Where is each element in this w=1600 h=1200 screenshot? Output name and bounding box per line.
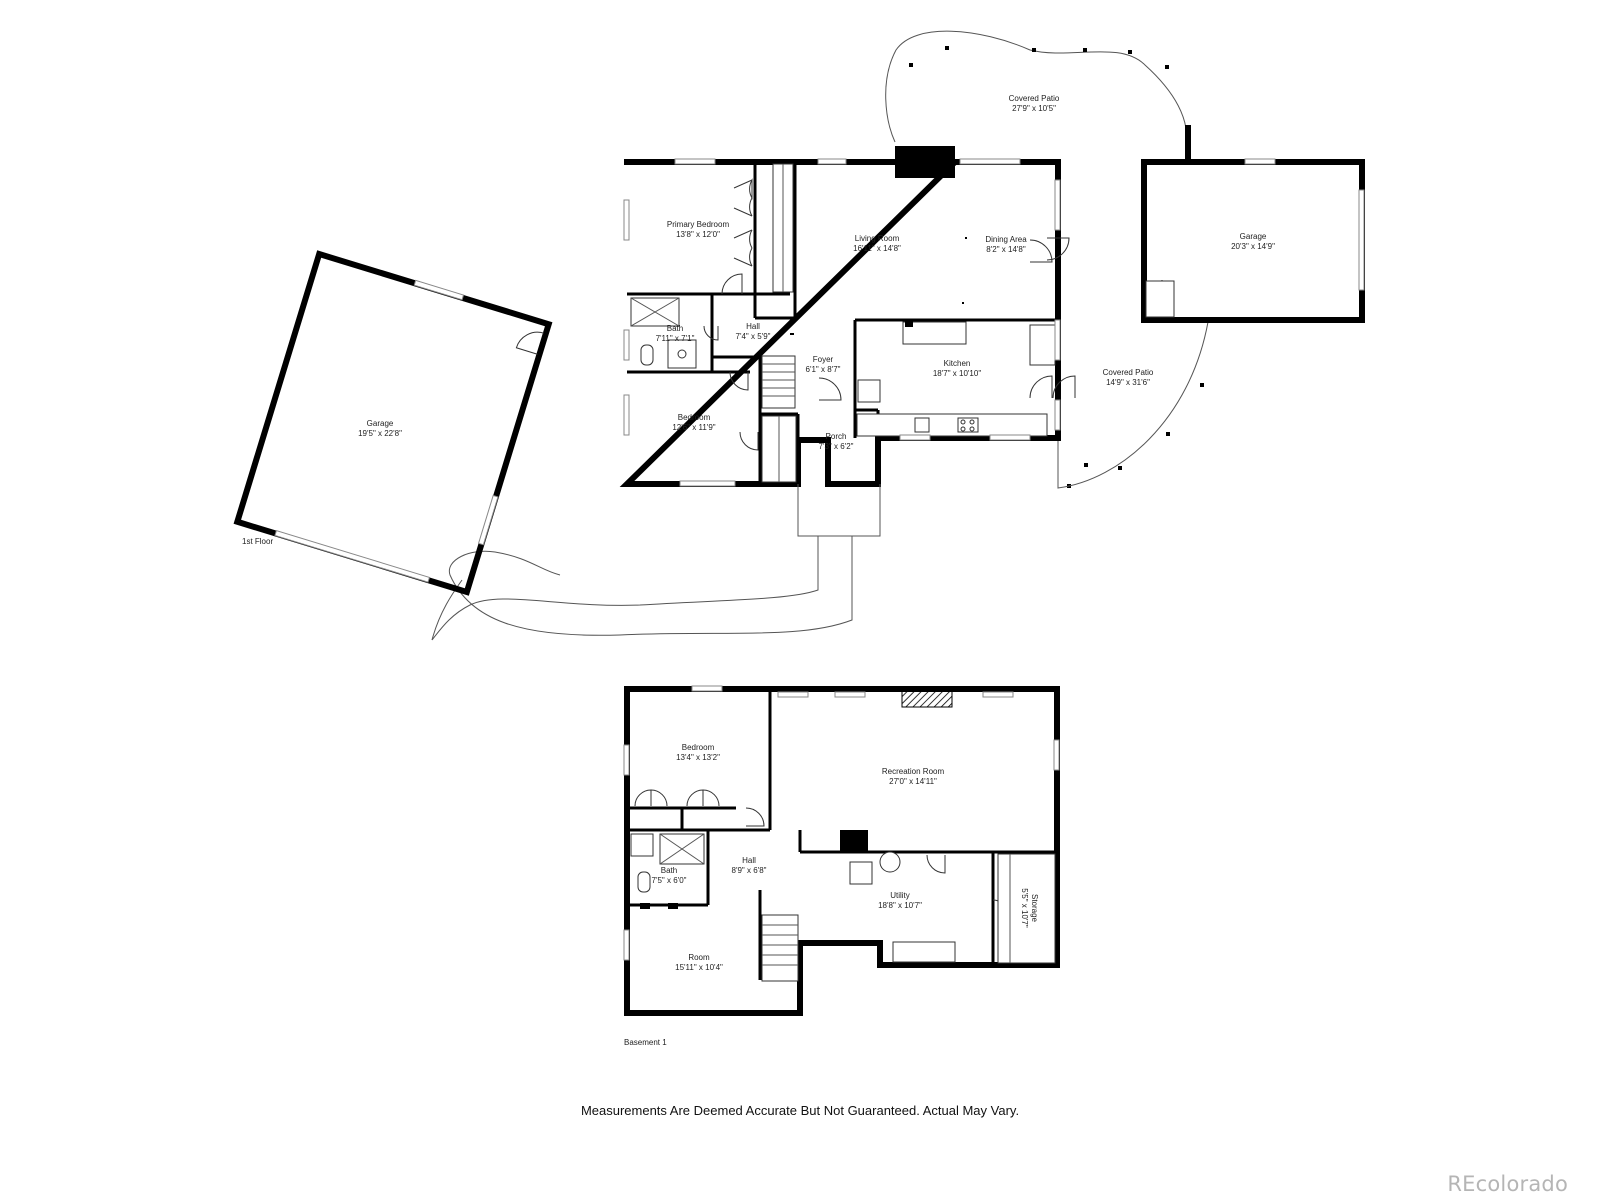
room-name: Bath [661,866,677,875]
covered-patio-top-outline [885,30,1188,146]
floor-label-first: 1st Floor [242,537,273,546]
garage-right-wall [1141,159,1365,323]
room-name: Hall [742,856,756,865]
room-dims: 6'1" x 8'7" [806,365,841,374]
room-dims: 13'8" x 12'0" [676,230,720,239]
room-name: Living Room [855,234,900,243]
room-name: Bedroom [682,743,715,752]
room-name: Bath [667,324,683,333]
garage-left [233,250,553,596]
room-name: Room [688,953,710,962]
room-dims: 27'0" x 14'11" [889,777,937,786]
room-dims: 7'4" x 5'9" [736,332,771,341]
brand-logo: REcolorado [1447,1172,1568,1196]
first-floor-plan [233,30,1365,641]
room-name: Bedroom [678,413,711,422]
room-dims: 20'3" x 14'9" [1231,242,1275,251]
room-name: Primary Bedroom [667,220,730,229]
room-dims: 16'11" x 14'8" [853,244,901,253]
room-dims: 18'7" x 10'10" [933,369,981,378]
room-dims: 18'8" x 10'7" [878,901,922,910]
room-labels: Covered Patio 27'9" x 10'5" Primary Bedr… [358,94,1275,972]
covered-patio-side-outline [1057,160,1209,489]
first-floor-windows [623,158,1061,487]
room-dims: 8'2" x 14'8" [986,245,1026,254]
room-dims: 27'9" x 10'5" [1012,104,1056,113]
room-dims: 7'5" x 6'0" [652,876,687,885]
room-dims: 19'5" x 22'8" [358,429,402,438]
basement-plan [623,685,1060,1016]
room-name: Garage [1240,232,1267,241]
room-dims: 14'9" x 31'6" [1106,378,1150,387]
room-name: Covered Patio [1009,94,1060,103]
basement-exterior-wall [624,686,1060,1016]
walkway [431,536,853,641]
room-name: Hall [746,322,760,331]
room-dims: 7'11" x 7'1" [656,334,695,343]
room-name: Porch [826,432,847,441]
room-dims: 12'6" x 11'9" [672,423,715,432]
room-dims: 13'4" x 13'2" [676,753,720,762]
room-dims: 7'3" x 6'2" [819,442,854,451]
disclaimer-text: Measurements Are Deemed Accurate But Not… [580,1103,1020,1118]
room-name: Covered Patio [1103,368,1154,377]
room-name: Kitchen [944,359,971,368]
room-name: Dining Area [985,235,1027,244]
room-dims: 5'5" x 10'7" [1020,888,1029,928]
room-dims: 8'9" x 6'8" [732,866,767,875]
room-name: Recreation Room [882,767,945,776]
floor-label-basement: Basement 1 [624,1038,667,1047]
room-dims: 15'11" x 10'4" [675,963,723,972]
room-name: Utility [890,891,910,900]
room-name: Foyer [813,355,834,364]
room-name: Garage [367,419,394,428]
room-name: Storage [1030,894,1039,923]
